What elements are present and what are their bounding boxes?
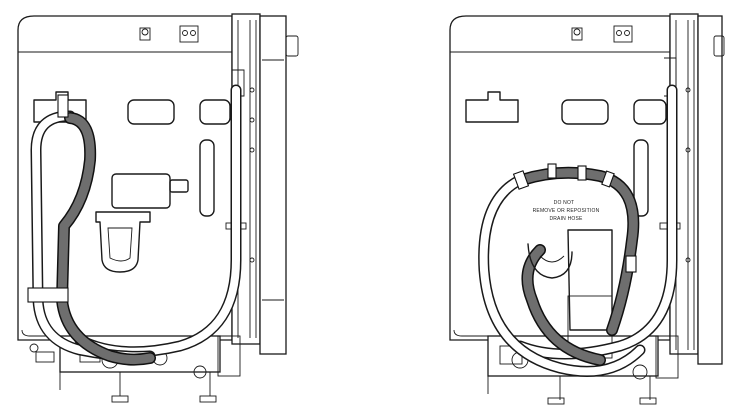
dishwasher-view-left <box>17 13 299 403</box>
sump-bracket <box>95 211 151 273</box>
fill-hose-right <box>514 84 678 360</box>
label-line-2: REMOVE OR REPOSITION <box>533 208 600 214</box>
top-vent-fittings-right <box>571 25 633 43</box>
drain-hose-right <box>478 163 646 377</box>
dishwasher-view-right: DO NOT REMOVE OR REPOSITION DRAIN HOSE <box>449 13 725 405</box>
rack-openings-right <box>465 91 667 217</box>
door-frame-right <box>659 13 725 365</box>
top-vent-fittings <box>139 25 199 43</box>
drain-hose-warning-label: DO NOT REMOVE OR REPOSITION DRAIN HOSE <box>533 200 600 222</box>
drain-hose-left <box>27 94 156 366</box>
label-line-3: DRAIN HOSE <box>549 216 583 222</box>
label-line-1: DO NOT <box>554 200 575 206</box>
